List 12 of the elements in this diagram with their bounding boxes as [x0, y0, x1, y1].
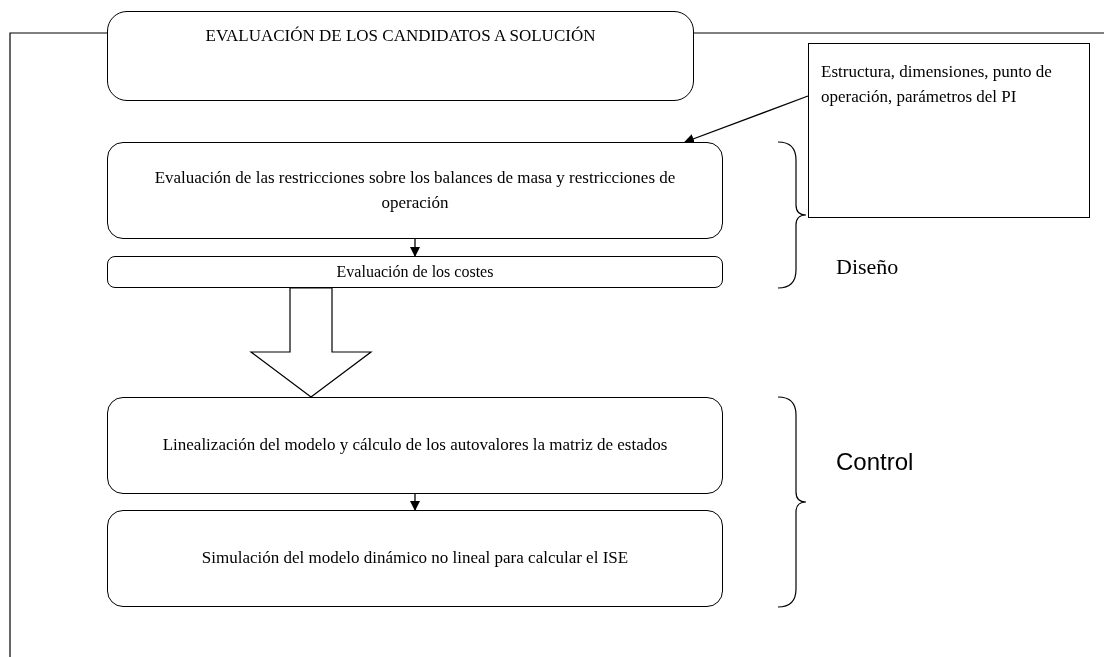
group-label: Diseño: [836, 253, 899, 281]
note-box: Estructura, dimensiones, punto de operación, parámetros del PI: [808, 43, 1090, 218]
hollow-arrow: [249, 287, 373, 398]
arrow: [684, 95, 809, 144]
title-box: EVALUACIÓN DE LOS CANDIDATOS A SOLUCIÓN: [107, 11, 694, 101]
process-box: Evaluación de las restricciones sobre los balances de masa y restricciones de operación: [107, 142, 723, 239]
process-box: Linealización del modelo y cálculo de los autovalores la matriz de estados: [107, 397, 723, 494]
process-box: Evaluación de los costes: [107, 256, 723, 288]
arrow: [410, 493, 420, 511]
arrow: [410, 238, 420, 257]
process-box: Simulación del modelo dinámico no lineal para calcular el ISE: [107, 510, 723, 607]
group-label: Control: [836, 447, 914, 477]
